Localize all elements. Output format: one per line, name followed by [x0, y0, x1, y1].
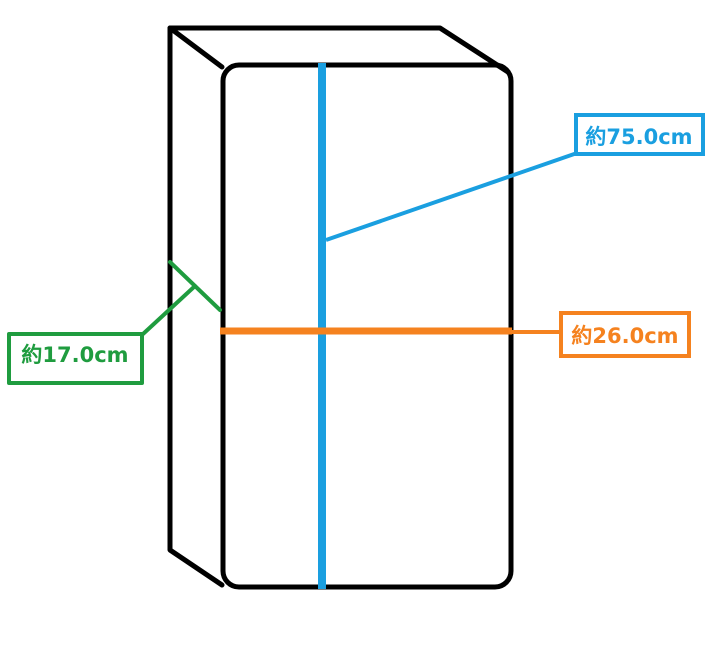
box-outline — [167, 25, 514, 590]
depth-leader-line — [141, 284, 197, 336]
width-label: 約26.0cm — [571, 324, 678, 348]
height-dimension: 約75.0cm — [318, 63, 705, 589]
width-label-box — [559, 311, 691, 358]
width-dimension: 約26.0cm — [220, 311, 691, 358]
height-leader-line — [325, 150, 581, 242]
height-label: 約75.0cm — [585, 125, 692, 149]
depth-dimension — [7, 260, 222, 385]
box-top-face — [167, 25, 511, 75]
box-side-face — [167, 25, 225, 588]
height-label-box — [574, 113, 705, 156]
box-front-face — [220, 62, 514, 590]
depth-label: 約17.0cm — [21, 343, 128, 367]
depth-label-box — [7, 332, 144, 385]
